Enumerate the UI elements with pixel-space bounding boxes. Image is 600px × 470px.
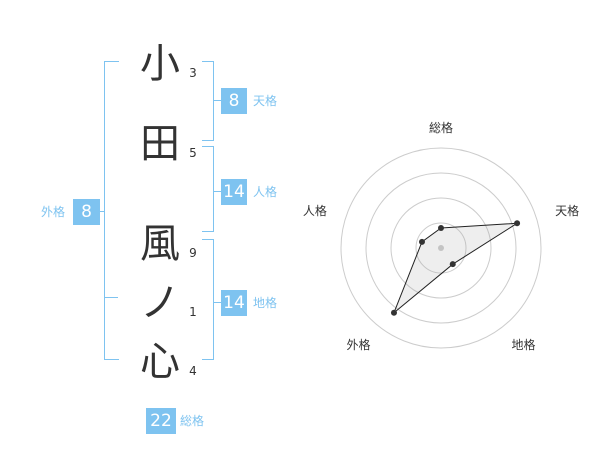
radar-point — [514, 220, 521, 227]
radar-axis-label: 総格 — [429, 120, 453, 135]
stroke-count-3: 9 — [189, 246, 197, 260]
radar-ring — [415, 222, 467, 274]
jin-label: 人格 — [253, 185, 278, 199]
radar-axis-label: 天格 — [555, 203, 579, 218]
stroke-count-5: 4 — [189, 364, 197, 378]
stroke-count-1: 3 — [189, 66, 197, 80]
name-kanji-2: 田 — [140, 121, 180, 167]
stroke-count-2: 5 — [189, 146, 197, 160]
radar-point — [390, 309, 397, 316]
jin-badge: 14 — [221, 179, 247, 205]
ten-badge: 8 — [221, 88, 247, 114]
radar-point — [438, 225, 444, 231]
radar-center — [438, 245, 444, 251]
chi-badge: 14 — [221, 290, 247, 316]
radar-axis-label: 地格 — [512, 337, 536, 352]
radar-point — [418, 238, 425, 245]
name-kanji-3: 風 — [140, 221, 180, 267]
sou-badge: 22 — [146, 408, 176, 434]
ten-connector — [213, 100, 221, 101]
stroke-count-4: 1 — [189, 305, 197, 319]
name-kanji-4: ノ — [140, 280, 180, 326]
ten-bracket — [202, 61, 214, 141]
radar-grid — [340, 147, 542, 349]
chi-label: 地格 — [253, 296, 278, 310]
radar-axis-label: 外格 — [346, 337, 370, 352]
name-kanji-5: 心 — [140, 339, 180, 385]
gai-badge: 8 — [73, 199, 100, 225]
radar-ring — [365, 172, 517, 324]
sou-label: 総格 — [180, 414, 205, 428]
radar-data-area — [393, 222, 518, 314]
name-kanji-1: 小 — [140, 41, 180, 87]
ten-label: 天格 — [253, 94, 278, 108]
jin-bracket — [202, 146, 214, 232]
outer-bracket-tick — [104, 297, 118, 298]
radar-axis-label: 人格 — [303, 203, 327, 218]
chi-connector — [213, 302, 221, 303]
radar-ring — [340, 147, 542, 349]
radar-ring — [390, 197, 492, 299]
gai-label: 外格 — [41, 205, 66, 219]
radar-point — [449, 261, 456, 268]
outer-bracket — [104, 61, 119, 360]
radar-data-points — [390, 220, 521, 316]
jin-connector — [213, 191, 221, 192]
chi-bracket — [202, 239, 214, 360]
